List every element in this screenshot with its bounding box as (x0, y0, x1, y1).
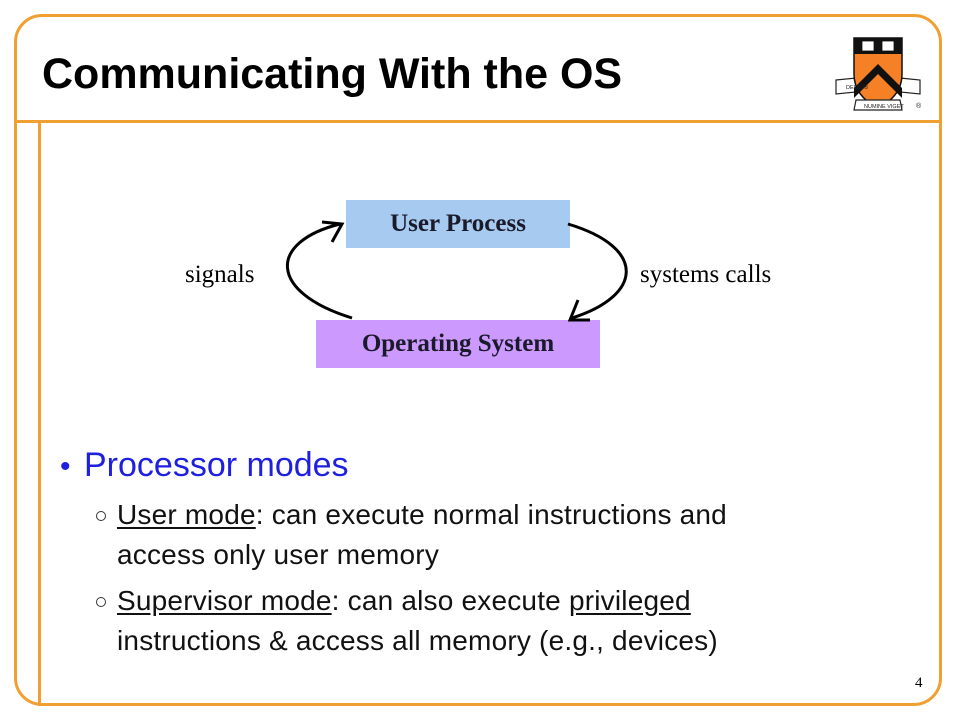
user-mode-desc-line2: access only user memory (117, 539, 440, 570)
supervisor-mode-desc-line2: instructions & access all memory (e.g., … (117, 625, 718, 656)
bullet-list: • Processor modes User mode: can execute… (60, 446, 930, 667)
bullet-dot-icon: • (60, 450, 71, 483)
privileged-term: privileged (568, 585, 691, 616)
supervisor-mode-desc-line1: : can also execute (331, 585, 569, 616)
user-mode-desc-line1: : can execute normal instructions and (255, 499, 727, 530)
user-process-box: User Process (346, 200, 570, 248)
signals-label: signals (185, 261, 255, 288)
crest-registered: ® (916, 102, 922, 110)
title-divider (14, 120, 942, 123)
system-calls-label: systems calls (640, 261, 772, 288)
ring-bullet-icon (96, 511, 106, 521)
slide-title: Communicating With the OS (42, 50, 623, 98)
page-number: 4 (915, 675, 923, 691)
bullet-processor-modes: • Processor modes (60, 446, 930, 485)
user-mode-term: User mode (117, 499, 256, 530)
supervisor-mode-term: Supervisor mode (117, 585, 332, 616)
crest-motto-left: DEI SUB (846, 85, 868, 91)
sub-bullet-user-mode: User mode: can execute normal instructio… (60, 495, 930, 575)
crest-motto-right: NUMINE VIGET (864, 104, 904, 110)
slide-frame (14, 14, 942, 706)
left-divider (38, 120, 41, 706)
sub-bullet-supervisor-mode: Supervisor mode: can also execute privil… (60, 581, 930, 661)
princeton-shield-icon: DEI SUB NUMINE VIGET ® (835, 37, 922, 111)
bullet-main-text: Processor modes (84, 446, 349, 484)
ring-bullet-icon (96, 597, 106, 607)
operating-system-box: Operating System (316, 320, 600, 368)
